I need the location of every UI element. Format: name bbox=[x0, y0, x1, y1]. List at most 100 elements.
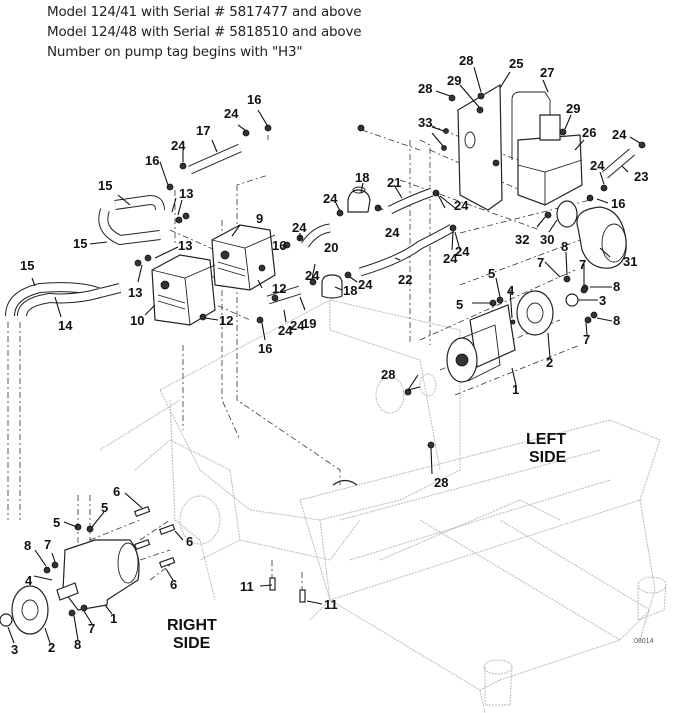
callout: 24 bbox=[385, 225, 400, 240]
right-side-label-line2: SIDE bbox=[173, 635, 211, 652]
callout: 11 bbox=[240, 579, 254, 594]
callout: 16 bbox=[272, 238, 286, 253]
callout: 23 bbox=[634, 169, 648, 184]
callout: 8 bbox=[613, 313, 620, 328]
callout: 20 bbox=[324, 240, 338, 255]
callout: 26 bbox=[582, 125, 596, 140]
callout: 3 bbox=[11, 642, 18, 657]
callout: 30 bbox=[540, 232, 554, 247]
callout: 31 bbox=[623, 254, 637, 269]
pump-10 bbox=[151, 254, 216, 326]
right-wheel-motor bbox=[0, 539, 140, 635]
callout: 9 bbox=[256, 211, 263, 226]
assembly-lines bbox=[7, 124, 591, 590]
callout: 15 bbox=[20, 258, 34, 273]
callout: 8 bbox=[613, 279, 620, 294]
callout: 18 bbox=[355, 170, 369, 185]
callout: 25 bbox=[509, 56, 523, 71]
callout: 29 bbox=[566, 101, 580, 116]
callout: 24 bbox=[590, 158, 605, 173]
leader-lines bbox=[7, 66, 641, 644]
callout: 24 bbox=[443, 251, 458, 266]
callout: 7 bbox=[579, 257, 586, 272]
nut-3-left bbox=[565, 293, 579, 307]
callout: 8 bbox=[561, 239, 568, 254]
bracket-25 bbox=[457, 83, 503, 211]
callout: 5 bbox=[456, 297, 463, 312]
hub-2-right bbox=[11, 585, 49, 635]
header-line-pump-tag: Number on pump tag begins with "H3" bbox=[47, 44, 303, 60]
vent-tube-27 bbox=[511, 91, 551, 160]
drawing-code: 08014 bbox=[634, 638, 654, 645]
callout: 29 bbox=[447, 73, 461, 88]
callout: 13 bbox=[178, 238, 192, 253]
callout: 2 bbox=[546, 355, 553, 370]
callout: 13 bbox=[179, 186, 193, 201]
callout: 17 bbox=[196, 123, 210, 138]
callout: 7 bbox=[537, 255, 544, 270]
callout: 28 bbox=[434, 475, 448, 490]
callout: 8 bbox=[24, 538, 31, 553]
small-hardware bbox=[43, 92, 646, 617]
callout: 5 bbox=[488, 266, 495, 281]
callout: 28 bbox=[381, 367, 395, 382]
hub-2-left bbox=[516, 290, 554, 336]
callout: 24 bbox=[323, 191, 338, 206]
left-side-label-line1: LEFT bbox=[526, 431, 566, 448]
pumps bbox=[151, 224, 276, 326]
callout: 6 bbox=[170, 577, 177, 592]
callout: 15 bbox=[98, 178, 112, 193]
callout: 5 bbox=[101, 500, 108, 515]
callout: 5 bbox=[53, 515, 60, 530]
callout: 21 bbox=[387, 175, 401, 190]
callout: 22 bbox=[398, 272, 412, 287]
callout: 14 bbox=[58, 318, 73, 333]
callout: 1 bbox=[110, 611, 117, 626]
callout: 24 bbox=[224, 106, 239, 121]
callout: 8 bbox=[74, 637, 81, 652]
callout: 16 bbox=[247, 92, 261, 107]
mower-frame bbox=[99, 299, 667, 713]
side-labels: LEFT SIDE RIGHT SIDE bbox=[167, 431, 567, 652]
callout: 33 bbox=[418, 115, 432, 130]
callout: 24 bbox=[292, 220, 307, 235]
callout: 32 bbox=[515, 232, 529, 247]
right-side-label-line1: RIGHT bbox=[167, 617, 217, 634]
callout: 12 bbox=[219, 313, 233, 328]
header-line-model-41: Model 124/41 with Serial # 5817477 and a… bbox=[47, 4, 362, 20]
callout: 24 bbox=[455, 244, 470, 259]
callout: 10 bbox=[130, 313, 144, 328]
nut-3-right bbox=[0, 613, 13, 627]
pump-9 bbox=[211, 224, 276, 291]
left-wheel-motor bbox=[446, 290, 579, 383]
reservoir-assembly bbox=[457, 83, 627, 269]
callout: 27 bbox=[540, 65, 554, 80]
callout: 7 bbox=[44, 537, 51, 552]
callout: 7 bbox=[88, 621, 95, 636]
callout: 11 bbox=[324, 597, 338, 612]
callout: 15 bbox=[73, 236, 87, 251]
callout: 24 bbox=[171, 138, 186, 153]
callout: 4 bbox=[25, 573, 33, 588]
filter-head-30 bbox=[556, 200, 578, 228]
callout: 3 bbox=[599, 293, 606, 308]
callout: 16 bbox=[145, 153, 159, 168]
callout: 6 bbox=[113, 484, 120, 499]
callout: 24 bbox=[612, 127, 627, 142]
callout: 24 bbox=[278, 323, 293, 338]
callout: 13 bbox=[128, 285, 142, 300]
callout: 6 bbox=[186, 534, 193, 549]
callout: 16 bbox=[258, 341, 272, 356]
callout: 24 bbox=[290, 318, 305, 333]
callout: 2 bbox=[48, 640, 55, 655]
callout: 16 bbox=[611, 196, 625, 211]
header-line-model-48: Model 124/48 with Serial # 5818510 and a… bbox=[47, 24, 362, 40]
callout: 28 bbox=[459, 53, 473, 68]
callout: 24 bbox=[454, 198, 469, 213]
filters-18 bbox=[321, 186, 371, 299]
callout: 7 bbox=[583, 332, 590, 347]
callout: 19 bbox=[302, 316, 316, 331]
callout: 24 bbox=[358, 277, 373, 292]
callout: 1 bbox=[512, 382, 519, 397]
diagram-header: Model 124/41 with Serial # 5817477 and a… bbox=[47, 2, 362, 62]
